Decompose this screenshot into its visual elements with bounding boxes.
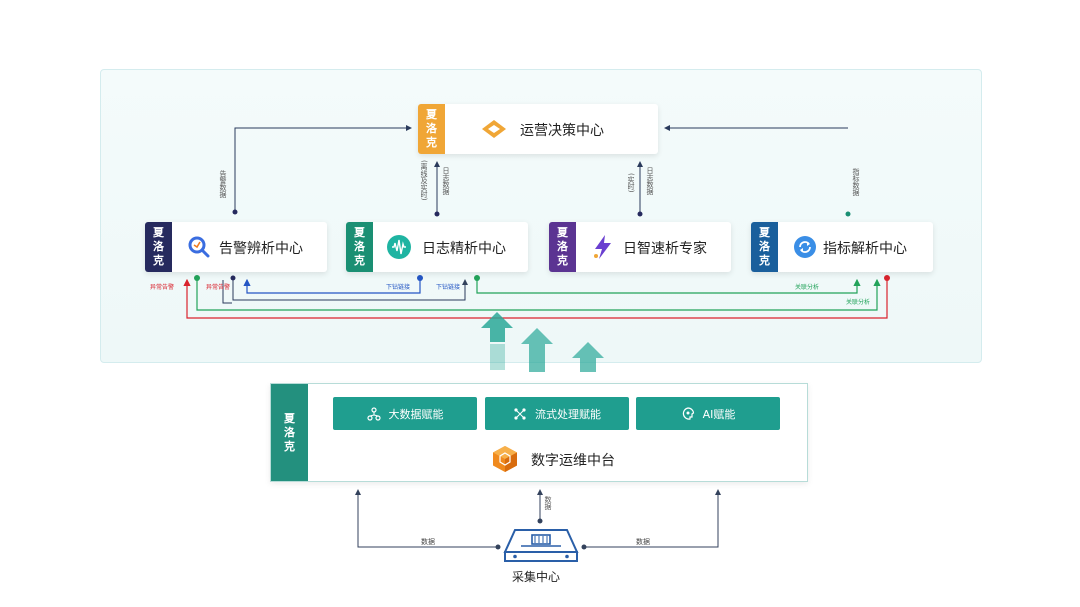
ai-head-icon [682,406,694,420]
brand-tab: 夏 洛 克 [418,104,445,154]
up-arrow-center-icon [521,328,553,372]
big-data-label: 大数据赋能 [388,407,444,421]
cube-logo-icon [493,446,517,472]
flow-nodes-icon [514,407,526,420]
brand-tab: 夏 洛 克 [549,222,576,272]
alarm-data-label: 告警数据 [219,170,227,198]
log-data-label: 日志数据 [442,167,450,195]
bus-label-drill-link-2: 下钻链接 [436,284,461,291]
brand-tab: 夏 洛 克 [145,222,172,272]
lightning-icon [594,235,611,259]
alarm-center-title: 告警辨析中心 [219,241,303,257]
brand-tab: 夏 洛 克 [751,222,778,272]
stream-processing-label: 流式处理赋能 [535,407,601,421]
brand-tab: 夏 洛 克 [346,222,373,272]
alarm-center-card[interactable]: 夏 洛 克 告警辨析中心 [145,222,327,272]
log-realtime-note: (离线及实时) [420,160,428,201]
metric-data-label: 指标数据 [852,168,860,196]
waveform-icon [387,235,411,259]
collection-center-data-label: 数据 [544,496,552,510]
bus-label-abnormal-alarm-2: 异常告警 [206,284,231,291]
big-data-pill[interactable]: 大数据赋能 [333,397,477,430]
network-nodes-icon [366,406,381,421]
fast-analysis-card[interactable]: 夏 洛 克 日智速析专家 [549,222,731,272]
decision-center-card[interactable]: 夏 洛 克 运营决策中心 [418,104,658,154]
ai-label: AI赋能 [702,407,736,421]
collection-left-data-label: 数据 [421,538,435,546]
magnifier-icon [188,236,210,258]
collection-center-title: 采集中心 [512,570,561,584]
up-arrow-right-icon [572,342,604,372]
collection-right-data-label: 数据 [636,538,650,546]
platform-title: 数字运维中台 [531,453,615,469]
metric-center-card[interactable]: 夏 洛 克 指标解析中心 [751,222,933,272]
refresh-icon [794,236,816,258]
fast-realtime-note: (实时) [627,173,635,193]
fast-data-label: 日志数据 [646,167,654,195]
brand-tab: 夏 洛 克 [271,384,308,481]
bus-label-correlation-2: 关联分析 [846,299,871,306]
fast-analysis-title: 日智速析专家 [623,241,707,257]
bus-label-drill-link-1: 下钻链接 [386,284,411,291]
bus-label-correlation-1: 关联分析 [795,284,820,291]
log-center-title: 日志精析中心 [422,241,506,257]
up-arrow-left-icon [481,312,513,370]
log-center-card[interactable]: 夏 洛 克 日志精析中心 [346,222,528,272]
ai-pill[interactable]: AI赋能 [636,397,780,430]
decision-center-title: 运营决策中心 [520,123,604,139]
stream-processing-pill[interactable]: 流式处理赋能 [485,397,629,430]
bus-label-abnormal-alarm-1: 异常告警 [150,284,175,291]
diamond-logo-icon [482,120,506,138]
server-device-icon [503,529,579,562]
metric-center-title: 指标解析中心 [823,241,907,257]
